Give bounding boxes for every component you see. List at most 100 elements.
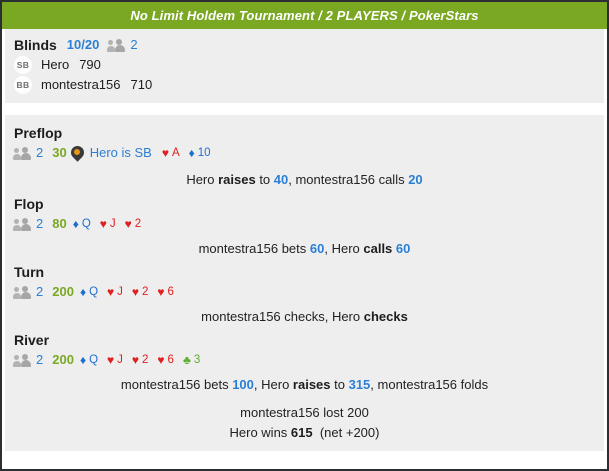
heart-suit-icon: ♥ <box>99 217 107 231</box>
street-pot-size: 80 <box>52 216 67 231</box>
card-diamond-Q: ♦Q <box>73 214 91 234</box>
card-rank: 2 <box>142 286 149 298</box>
hero-position-label: Hero is SB <box>89 145 152 160</box>
action-text: montestra156 checks, Hero <box>201 309 364 324</box>
diamond-suit-icon: ♦ <box>79 353 87 367</box>
people-icon <box>13 353 31 367</box>
card-diamond-10: ♦10 <box>189 143 211 163</box>
summary-winner-line: Hero wins 615 (net +200) <box>5 422 604 442</box>
people-icon <box>13 217 31 231</box>
street-meta-row: 2 30 Hero is SB ♥A ♦10 <box>5 142 604 163</box>
card-diamond-Q: ♦Q <box>80 282 98 302</box>
card-list: ♥A ♦10 <box>162 143 220 163</box>
street-pot-size: 200 <box>52 352 74 367</box>
action-text: to <box>330 377 349 392</box>
card-list: ♦Q♥J♥2♥6 <box>80 282 183 302</box>
card-rank: Q <box>89 354 99 366</box>
diamond-suit-icon: ♦ <box>79 285 87 299</box>
card-club-3: ♣3 <box>183 350 200 370</box>
card-rank: J <box>117 286 123 298</box>
heart-suit-icon: ♥ <box>124 217 132 231</box>
action-amount: 315 <box>348 377 371 392</box>
heart-suit-icon: ♥ <box>131 353 140 367</box>
blinds-row: Blinds 10/20 2 <box>5 35 604 55</box>
street-pot-size: 30 <box>52 145 67 160</box>
club-suit-icon: ♣ <box>182 353 191 367</box>
action-text: to <box>255 172 274 187</box>
card-heart-2: ♥2 <box>125 214 142 234</box>
action-text: , Hero <box>253 377 293 392</box>
dealer-pin-icon <box>68 142 87 162</box>
card-heart-2: ♥2 <box>132 282 149 302</box>
street-player-count: 2 <box>36 216 44 231</box>
diamond-suit-icon: ♦ <box>188 146 195 160</box>
action-amount: 60 <box>395 241 411 256</box>
action-keyword: raises <box>292 377 331 392</box>
action-text: Hero <box>186 172 219 187</box>
action-keyword: 615 <box>290 425 313 440</box>
card-rank: 6 <box>167 286 174 298</box>
action-text: Hero wins <box>229 425 291 440</box>
people-icon <box>107 38 126 52</box>
action-text: montestra156 bets <box>198 241 310 256</box>
street-player-count: 2 <box>36 352 44 367</box>
heart-suit-icon: ♥ <box>131 285 140 299</box>
panel-divider <box>2 103 607 115</box>
diamond-suit-icon: ♦ <box>72 217 79 231</box>
card-heart-J: ♥J <box>107 350 123 370</box>
card-heart-J: ♥J <box>107 282 123 302</box>
card-rank: A <box>171 147 180 159</box>
seat-badge-sb: SB <box>14 56 32 74</box>
street-player-count: 2 <box>36 284 44 299</box>
heart-suit-icon: ♥ <box>157 353 165 367</box>
hand-summary: montestra156 lost 200 Hero wins 615 (net… <box>5 397 604 442</box>
street-title: Preflop <box>14 125 63 141</box>
card-rank: 10 <box>197 147 211 159</box>
blinds-level: 10/20 <box>66 37 100 52</box>
action-keyword: calls <box>363 241 393 256</box>
heart-suit-icon: ♥ <box>107 285 115 299</box>
card-heart-J: ♥J <box>100 214 116 234</box>
page-title: No Limit Holdem Tournament / 2 PLAYERS /… <box>130 8 479 23</box>
card-heart-6: ♥6 <box>157 282 174 302</box>
seat-badge-bb: BB <box>14 76 32 94</box>
street-action-line: montestra156 bets 100, Hero raises to 31… <box>5 370 604 397</box>
street-title: River <box>14 332 50 348</box>
card-list: ♦Q♥J♥2 <box>73 214 150 234</box>
heart-suit-icon: ♥ <box>157 285 165 299</box>
card-diamond-Q: ♦Q <box>80 350 98 370</box>
action-text: montestra156 lost 200 <box>240 405 369 420</box>
action-text: , montestra156 folds <box>370 377 489 392</box>
action-text: , montestra156 calls <box>288 172 409 187</box>
blinds-label: Blinds <box>14 37 57 53</box>
street-action-line: Hero raises to 40, montestra156 calls 20 <box>5 163 604 193</box>
action-amount: 40 <box>273 172 289 187</box>
action-text: , Hero <box>324 241 364 256</box>
street-title: Turn <box>14 264 45 280</box>
action-keyword: checks <box>363 309 408 324</box>
action-amount: 60 <box>309 241 325 256</box>
blinds-player-count: 2 <box>130 37 138 52</box>
heart-suit-icon: ♥ <box>161 146 169 160</box>
card-rank: J <box>117 354 123 366</box>
card-rank: J <box>109 218 116 230</box>
card-heart-A: ♥A <box>162 143 180 163</box>
street-title: Flop <box>14 196 44 212</box>
street-player-count: 2 <box>36 145 44 160</box>
card-rank: 2 <box>134 218 142 230</box>
card-rank: 2 <box>142 354 149 366</box>
card-heart-6: ♥6 <box>157 350 174 370</box>
street-pot-size: 200 <box>52 284 74 299</box>
